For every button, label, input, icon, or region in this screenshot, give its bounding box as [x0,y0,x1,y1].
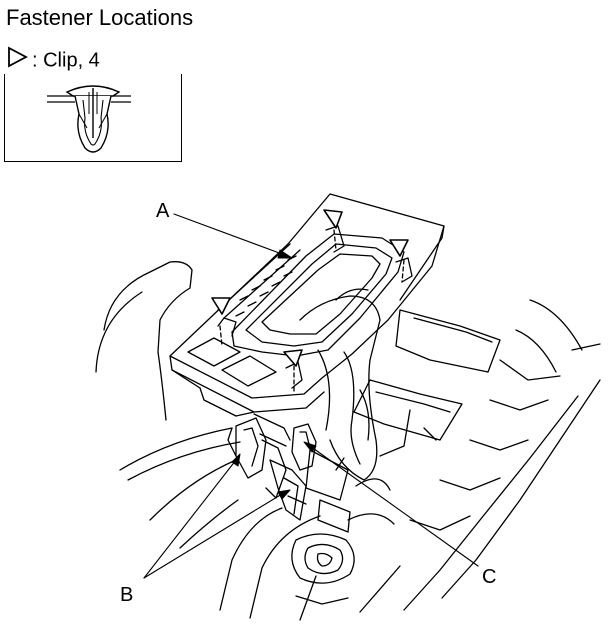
label-b: B [120,584,134,606]
clip-cross-section-icon [47,85,131,153]
page-title: Fastener Locations [6,5,194,30]
legend-text: : Clip, 4 [32,49,100,72]
label-c: C [482,566,497,588]
clip-detail-inset [4,74,182,162]
legend: : Clip, 4 [6,46,100,72]
label-a: A [156,200,170,222]
triangle-marker-icon [6,46,28,75]
